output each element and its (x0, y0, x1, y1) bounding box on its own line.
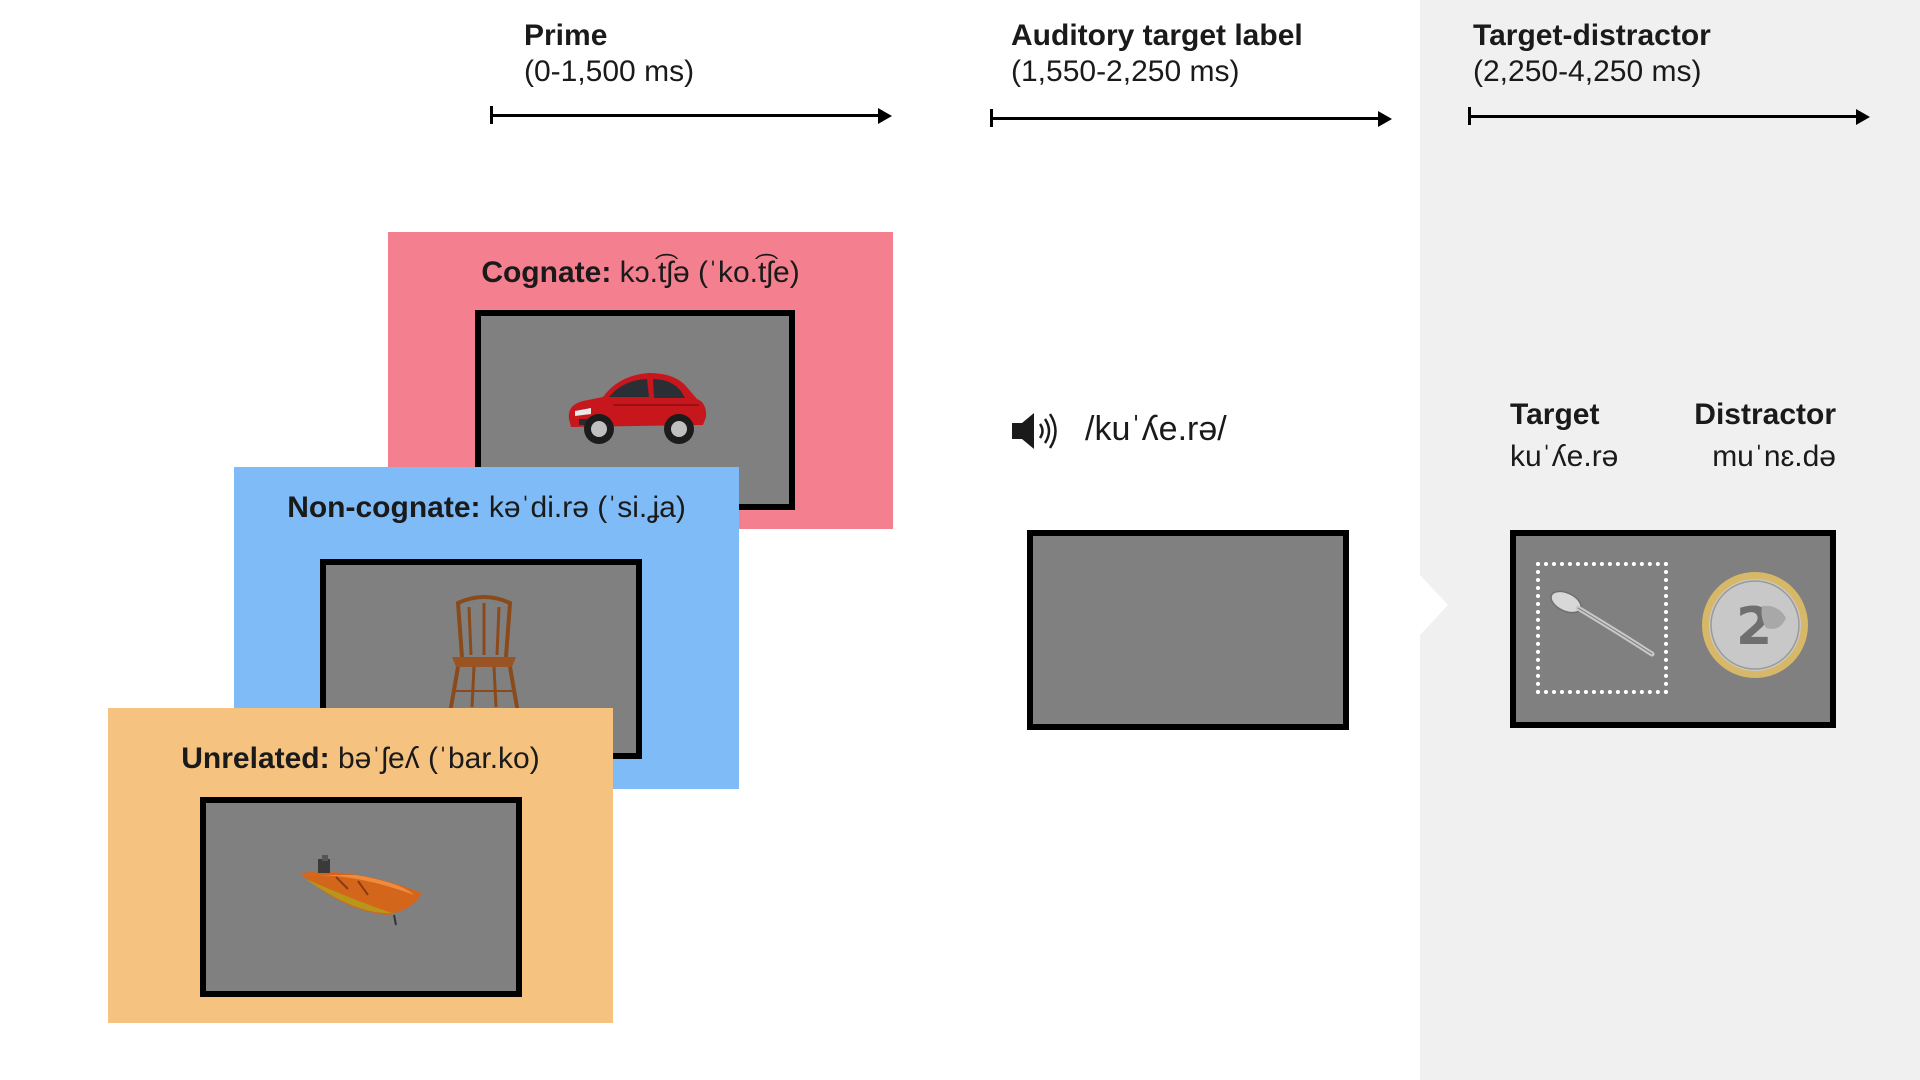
car-icon (568, 373, 707, 444)
phase-prime-title: Prime (524, 19, 608, 52)
noncognate-ipa: kəˈdi.rə (ˈsi.ʝa) (488, 491, 686, 524)
phase-auditory-title: Auditory target label (1011, 19, 1303, 52)
unrelated-title: Unrelated: (181, 742, 330, 775)
phase-target-time: (2,250-4,250 ms) (1473, 55, 1702, 88)
unrelated-ipa: bəˈʃeʎ (ˈbar.ko) (337, 742, 540, 775)
phase-auditory-time: (1,550-2,250 ms) (1011, 55, 1240, 88)
unrelated-card: Unrelated: bəˈʃeʎ (ˈbar.ko) (108, 708, 613, 1023)
unrelated-label: Unrelated: bəˈʃeʎ (ˈbar.ko) (108, 742, 613, 776)
target-title: Target (1510, 398, 1600, 431)
boat-icon (300, 855, 422, 926)
auditory-label: /kuˈʎe.rə/ (1085, 410, 1227, 448)
chair-icon (448, 595, 520, 714)
target-highlight-box (1536, 562, 1668, 694)
cognate-ipa: kɔ.t͡ʃə (ˈko.t͡ʃe) (619, 256, 800, 289)
panel-notch (1420, 575, 1448, 635)
spoon-icon (1550, 590, 1655, 657)
coin-icon: 2 (1702, 572, 1808, 678)
auditory-screen (1027, 530, 1349, 730)
distractor-word: muˈnɛ.də (1712, 440, 1836, 473)
distractor-title: Distractor (1694, 398, 1836, 431)
phase-auditory-header: Auditory target label (1,550-2,250 ms) (1011, 18, 1303, 90)
phase-prime-time: (0-1,500 ms) (524, 55, 695, 88)
phase-target-title: Target-distractor (1473, 19, 1711, 52)
noncognate-label: Non-cognate: kəˈdi.rə (ˈsi.ʝa) (234, 491, 739, 525)
cognate-title: Cognate: (481, 256, 612, 289)
phase-target-header: Target-distractor (2,250-4,250 ms) (1473, 18, 1711, 90)
cognate-label: Cognate: kɔ.t͡ʃə (ˈko.t͡ʃe) (388, 256, 893, 290)
target-word: kuˈʎe.rə (1510, 440, 1619, 473)
unrelated-screen (200, 797, 522, 997)
noncognate-title: Non-cognate: (287, 491, 481, 524)
phase-prime-header: Prime (0-1,500 ms) (524, 18, 694, 90)
target-distractor-screen: 2 (1510, 530, 1836, 728)
speaker-icon (1012, 413, 1057, 449)
